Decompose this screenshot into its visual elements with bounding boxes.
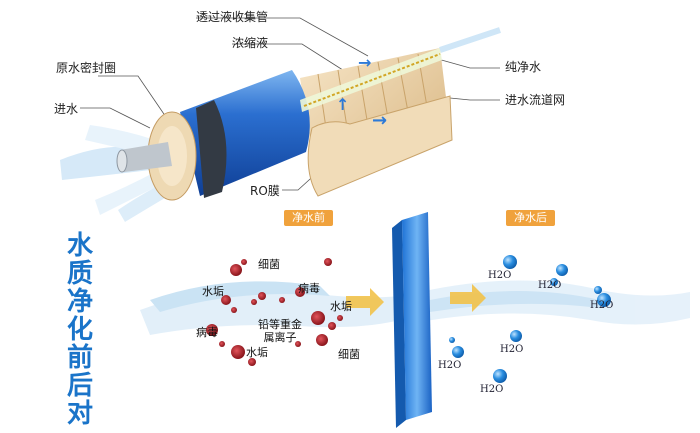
pollutant-particle bbox=[324, 258, 332, 266]
label-pure-water: 纯净水 bbox=[505, 60, 542, 74]
pollutant-particle bbox=[295, 341, 301, 347]
pollutant-particle bbox=[295, 287, 305, 297]
h2o-label: H2O bbox=[590, 300, 614, 311]
vertical-title-char: 对 bbox=[66, 399, 93, 429]
pollutant-particles bbox=[206, 258, 343, 366]
pollutant-particle bbox=[311, 311, 325, 325]
pollutant-particle bbox=[231, 307, 237, 313]
pollutant-particle bbox=[219, 341, 225, 347]
pollutant-label-virus: 病毒 bbox=[298, 282, 320, 295]
pollutant-particle bbox=[206, 324, 218, 336]
pollutant-label-heavy-metal: 铅等重金 属离子 bbox=[258, 318, 302, 344]
water-molecule bbox=[503, 255, 517, 269]
vertical-title-char: 后 bbox=[66, 371, 93, 401]
pollutant-label-bacteria: 细菌 bbox=[338, 348, 360, 361]
svg-text:→: → bbox=[358, 53, 371, 72]
pollutant-particle bbox=[241, 259, 247, 265]
label-seal-ring: 原水密封圈 bbox=[56, 61, 117, 75]
vertical-title-char: 前 bbox=[66, 343, 93, 373]
pollutant-particle bbox=[251, 299, 257, 305]
water-molecule bbox=[493, 369, 507, 383]
label-permeate-tube: 透过液收集管 bbox=[196, 10, 269, 24]
svg-text:→: → bbox=[372, 110, 387, 131]
label-inlet: 进水 bbox=[54, 102, 79, 116]
label-feed-spacer: 进水流道网 bbox=[505, 93, 566, 107]
pollutant-label-scale: 水垢 bbox=[202, 285, 224, 298]
membrane-panel bbox=[392, 212, 432, 428]
pollutant-label-scale: 水垢 bbox=[330, 300, 352, 313]
h2o-label: H2O bbox=[480, 384, 504, 395]
water-molecules bbox=[449, 255, 611, 383]
pollutant-particle bbox=[231, 345, 245, 359]
pollutant-particle bbox=[337, 315, 343, 321]
pollutant-label-scale: 水垢 bbox=[246, 346, 268, 359]
water-molecule bbox=[597, 293, 611, 307]
pollutant-label-bacteria: 细菌 bbox=[258, 258, 280, 271]
vertical-title-char: 化 bbox=[66, 315, 93, 345]
water-molecule bbox=[510, 330, 522, 342]
water-molecule bbox=[594, 286, 602, 294]
water-molecule bbox=[452, 346, 464, 358]
h2o-label: H2O bbox=[438, 360, 462, 371]
label-concentrate: 浓缩液 bbox=[232, 36, 269, 50]
pollutant-particle bbox=[221, 295, 231, 305]
h2o-label: H2O bbox=[500, 344, 524, 355]
water-molecule bbox=[550, 278, 558, 286]
water-molecule bbox=[449, 337, 455, 343]
pollutant-particle bbox=[279, 297, 285, 303]
pollutant-particle bbox=[328, 322, 336, 330]
pollutant-particle bbox=[258, 292, 266, 300]
tag-before: 净水前 bbox=[284, 210, 333, 226]
vertical-title-char: 质 bbox=[66, 259, 93, 289]
ro-element: → ↑ → bbox=[116, 27, 501, 201]
h2o-label: H2O bbox=[488, 270, 512, 281]
pollutant-particle bbox=[230, 264, 242, 276]
label-ro-membrane: RO膜 bbox=[250, 184, 280, 198]
pollutant-particle bbox=[248, 358, 256, 366]
svg-text:↑: ↑ bbox=[336, 95, 349, 114]
vertical-title-char: 水 bbox=[66, 231, 93, 261]
h2o-label: H2O bbox=[538, 280, 562, 291]
pollutant-label-virus: 病毒 bbox=[196, 326, 218, 339]
tag-after: 净水后 bbox=[506, 210, 555, 226]
vertical-title: 水 质 净 化 前 后 对 bbox=[64, 232, 96, 428]
pollutant-particle bbox=[316, 334, 328, 346]
vertical-title-char: 净 bbox=[66, 287, 93, 317]
flow-arrows bbox=[346, 284, 486, 316]
water-molecule bbox=[556, 264, 568, 276]
